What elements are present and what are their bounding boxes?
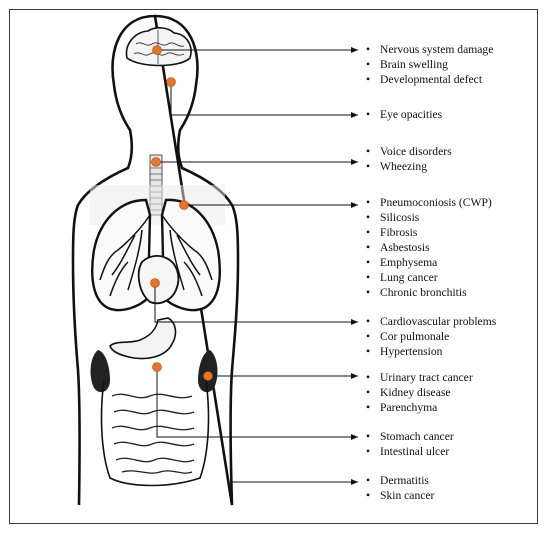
list-item: Silicosis: [366, 210, 492, 225]
stomach-illustration: [109, 317, 177, 360]
kidney-effects-list: Urinary tract cancer Kidney disease Pare…: [366, 370, 473, 415]
marker-throat: [151, 157, 161, 167]
list-item: Dermatitis: [366, 473, 434, 488]
list-item: Emphysema: [366, 255, 492, 270]
list-item: Stomach cancer: [366, 429, 454, 444]
list-item: Skin cancer: [366, 488, 434, 503]
pointer-lines: [154, 47, 358, 485]
list-item: Intestinal ulcer: [366, 444, 454, 459]
digestive-effects-list: Stomach cancer Intestinal ulcer: [366, 429, 454, 459]
list-item: Urinary tract cancer: [366, 370, 473, 385]
list-item: Developmental defect: [366, 72, 493, 87]
figure-frame: [9, 9, 538, 524]
list-item: Nervous system damage: [366, 42, 493, 57]
pointer-eye: [170, 82, 358, 118]
list-item: Cor pulmonale: [366, 329, 496, 344]
brain-effects-list: Nervous system damage Brain swelling Dev…: [366, 42, 493, 87]
heart-illustration: [137, 255, 180, 305]
kidneys-illustration: [90, 350, 218, 393]
marker-stomach: [152, 362, 162, 372]
marker-lungs: [179, 200, 189, 210]
marker-kidney: [203, 371, 213, 381]
list-item: Chronic bronchitis: [366, 285, 492, 300]
list-item: Brain swelling: [366, 57, 493, 72]
pointer-stomach: [156, 367, 358, 440]
marker-heart: [150, 278, 160, 288]
list-item: Fibrosis: [366, 225, 492, 240]
list-item: Eye opacities: [366, 107, 442, 122]
lung-effects-list: Pneumoconiosis (CWP) Silicosis Fibrosis …: [366, 195, 492, 300]
list-item: Asbestosis: [366, 240, 492, 255]
organ-markers: [150, 45, 213, 381]
skin-effects-list: Dermatitis Skin cancer: [366, 473, 434, 503]
list-item: Wheezing: [366, 159, 452, 174]
eye-effects-list: Eye opacities: [366, 107, 442, 122]
list-item: Pneumoconiosis (CWP): [366, 195, 492, 210]
marker-brain: [152, 45, 162, 55]
list-item: Voice disorders: [366, 144, 452, 159]
marker-eye: [166, 77, 176, 87]
list-item: Lung cancer: [366, 270, 492, 285]
list-item: Hypertension: [366, 344, 496, 359]
list-item: Kidney disease: [366, 385, 473, 400]
list-item: Cardiovascular problems: [366, 314, 496, 329]
intestines-illustration: [100, 379, 210, 487]
throat-effects-list: Voice disorders Wheezing: [366, 144, 452, 174]
heart-effects-list: Cardiovascular problems Cor pulmonale Hy…: [366, 314, 496, 359]
list-item: Parenchyma: [366, 400, 473, 415]
pointer-heart: [154, 283, 358, 325]
